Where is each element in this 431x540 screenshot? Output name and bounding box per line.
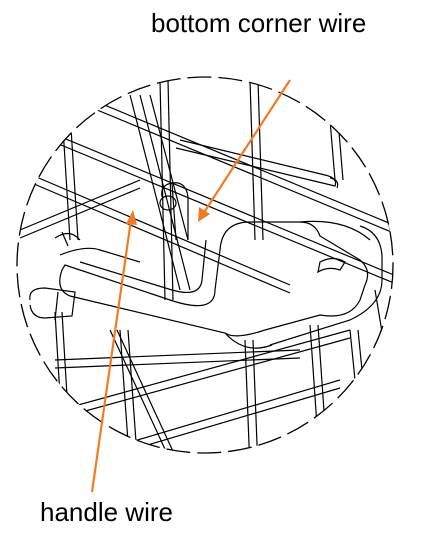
- leader-lines: [90, 79, 291, 493]
- handle-arrowhead: [126, 210, 137, 225]
- handle-wire-shape: [129, 94, 191, 291]
- left-tube: [54, 231, 141, 263]
- bottom-corner-wire-shape: [159, 182, 189, 241]
- bottom-corner-leader: [202, 79, 291, 215]
- top-rail: [175, 139, 339, 189]
- handle-wire-label: handle wire: [40, 497, 173, 527]
- detail-circle: [16, 76, 394, 454]
- bottom-corner-arrowhead: [198, 207, 210, 222]
- back-grid-wires: [19, 77, 393, 301]
- right-side-wires: [374, 179, 393, 351]
- handle-leader: [90, 219, 133, 493]
- tube-frame: [29, 220, 383, 349]
- rack-wires: [19, 77, 393, 453]
- front-wall-wires: [54, 311, 367, 453]
- bottom-corner-wire-label: bottom corner wire: [151, 8, 367, 38]
